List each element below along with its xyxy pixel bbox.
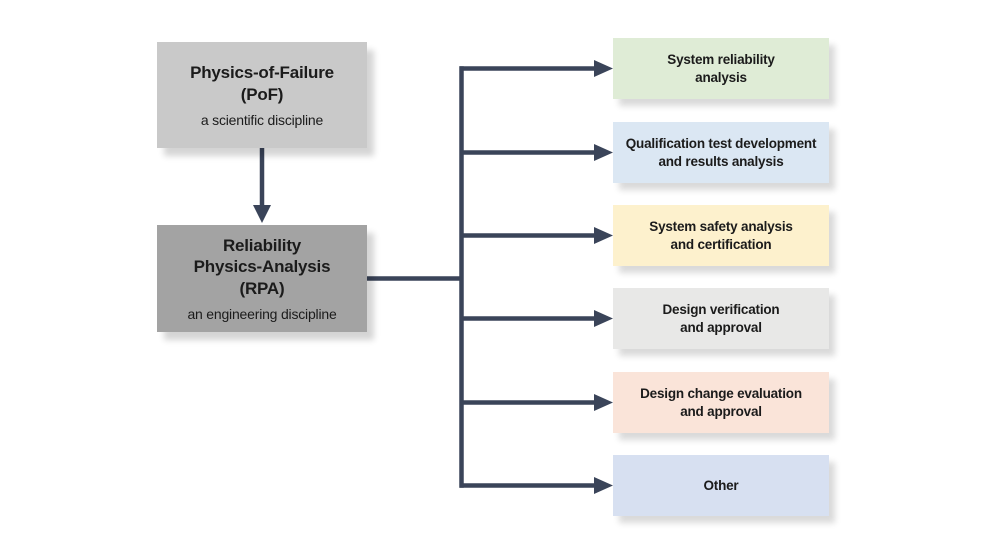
arrow-branch-5 (459, 394, 613, 411)
node-other: Other (613, 455, 829, 516)
arrow-branch-2 (459, 144, 613, 161)
arrow-branch-4 (459, 310, 613, 327)
node-system-reliability-analysis: System reliability analysis (613, 38, 829, 99)
node-reliability-physics-analysis: Reliability Physics-Analysis (RPA) an en… (157, 225, 367, 332)
node-title: Physics-of-Failure (PoF) (190, 63, 334, 104)
node-label: System safety analysis and certification (649, 218, 793, 252)
arrow-branch-1 (459, 60, 613, 77)
node-label: Design change evaluation and approval (640, 385, 802, 419)
node-label: Design verification and approval (662, 301, 780, 335)
node-subtitle: an engineering discipline (187, 305, 337, 322)
arrow-pof-to-rpa (253, 148, 271, 223)
node-design-change-evaluation: Design change evaluation and approval (613, 372, 829, 433)
node-label: Qualification test development and resul… (625, 135, 817, 169)
node-subtitle: a scientific discipline (200, 111, 324, 128)
node-title: Reliability Physics-Analysis (RPA) (193, 236, 331, 298)
arrow-branch-6 (459, 477, 613, 494)
node-qualification-test-development: Qualification test development and resul… (613, 122, 829, 183)
node-design-verification: Design verification and approval (613, 288, 829, 349)
node-label: System reliability analysis (667, 51, 775, 85)
arrow-branch-3 (459, 227, 613, 244)
node-system-safety-analysis: System safety analysis and certification (613, 205, 829, 266)
node-physics-of-failure: Physics-of-Failure (PoF) a scientific di… (157, 42, 367, 148)
node-label: Other (703, 477, 739, 493)
